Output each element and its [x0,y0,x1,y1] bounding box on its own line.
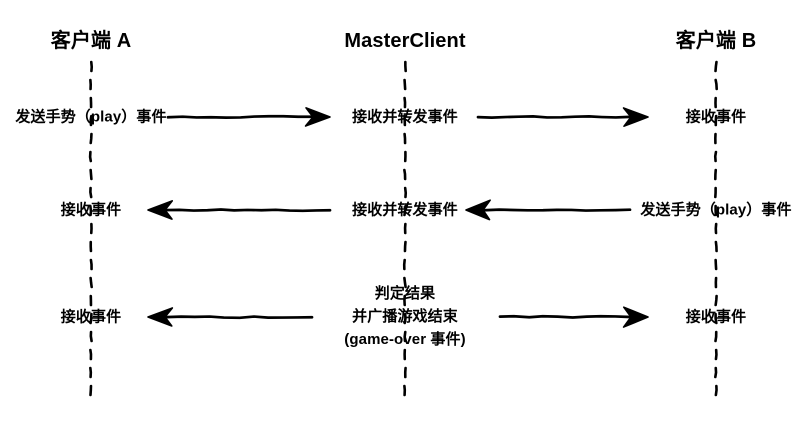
participant-header-client-b: 客户端 B [676,29,757,55]
message-label-row3-label-mid-line-1: 判定结果 [374,284,436,302]
message-label-row2-label-right: 发送手势（play）事件 [640,200,791,219]
participant-header-master-client: MasterClient [344,29,465,55]
message-label-row1-label-mid: 接收并转发事件 [352,107,458,126]
participant-header-client-a-line-1: 客户端 A [50,30,132,53]
message-label-row1-label-mid-line-1: 接收并转发事件 [352,108,458,126]
message-label-row3-label-right: 接收事件 [686,307,746,326]
message-label-row2-label-left-line-1: 接收事件 [60,201,122,219]
message-label-row3-label-left: 接收事件 [61,307,121,326]
message-label-row3-label-mid-line-3: (game-over 事件) [344,330,466,348]
arrow-master-to-a [147,200,332,220]
message-label-row1-label-right-line-1: 接收事件 [685,108,747,126]
message-label-row1-label-left: 发送手势（play）事件 [15,107,166,126]
arrow-master-to-b [476,107,649,127]
message-label-row2-label-mid: 接收并转发事件 [352,200,458,219]
arrow-a-to-master [166,107,331,127]
message-label-row1-label-right: 接收事件 [686,107,746,126]
message-label-row1-label-left-line-1: 发送手势（play）事件 [15,108,167,126]
message-label-row2-label-left: 接收事件 [61,200,121,219]
message-label-row3-label-mid-line-2: 并广播游戏结束 [352,307,458,325]
arrow-master-to-a-end [147,307,314,327]
message-label-row3-label-mid: 判定结果并广播游戏结束 (game-over 事件) [344,283,465,351]
participant-header-client-b-line-1: 客户端 B [675,30,757,53]
message-label-row3-label-right-line-1: 接收事件 [685,308,747,326]
participant-header-client-a: 客户端 A [51,29,132,55]
participant-header-master-client-line-1: MasterClient [344,30,466,53]
arrow-master-to-b-end [498,306,649,328]
message-label-row3-label-left-line-1: 接收事件 [60,308,122,326]
message-label-row2-label-right-line-1: 发送手势（play）事件 [640,201,792,219]
arrow-b-to-master [465,199,632,221]
message-label-row2-label-mid-line-1: 接收并转发事件 [352,201,458,219]
